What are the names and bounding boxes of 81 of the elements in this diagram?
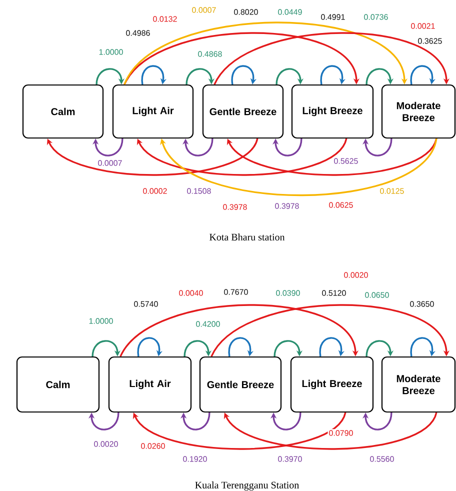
probability-label: 0.5740 [132,300,160,308]
state-box: Moderate Breeze [381,84,456,139]
probability-label: 0.0790 [328,429,354,437]
state-box: Light Air [108,356,192,413]
caption: Kota Bharu station [210,233,285,241]
arrow [124,32,360,85]
probability-label: 0.5625 [332,157,360,165]
arrow [88,412,120,430]
arrow [320,65,346,85]
arrow [160,138,438,196]
state-box: Moderate Breeze [381,356,456,413]
probability-label: 0.3978 [222,203,248,211]
probability-label: 0.3978 [274,202,300,210]
caption: Kuala Terengganu Station [195,481,299,491]
arrow [231,65,256,85]
arrow [184,340,212,357]
arrow [228,337,254,356]
arrow [410,65,436,85]
arrow [137,337,162,356]
probability-label: 0.1508 [186,187,212,195]
arrow [46,138,258,176]
probability-label: 0.4200 [194,320,222,328]
arrow [136,138,348,176]
probability-label: 0.0007 [96,159,124,167]
probability-label: 0.0132 [152,15,178,23]
probability-label: 0.0020 [92,440,120,448]
arrow [366,68,394,85]
arrow [132,412,346,450]
probability-label: 0.0390 [274,289,302,297]
probability-label: 0.0736 [362,13,390,21]
arrow [226,138,438,176]
probability-label: 0.4986 [124,29,152,37]
arrow [96,68,125,85]
arrow [362,138,392,156]
probability-label: 0.5560 [368,455,396,463]
probability-label: 0.7670 [222,288,250,296]
probability-label: 0.0020 [342,271,370,279]
probability-label: 0.4991 [320,13,346,21]
probability-label: 0.3970 [276,455,304,463]
probability-label: 0.1920 [182,455,208,463]
arrow [120,304,359,357]
probability-label: 0.0125 [378,187,406,195]
probability-label: 0.0007 [190,6,218,14]
state-box: Light Breeze [290,356,374,413]
arrow [186,68,214,85]
arrow [319,337,344,356]
arrow [182,138,214,156]
probability-label: 0.0021 [410,22,436,30]
arrow [362,412,392,430]
state-box: Gentle Breeze [202,84,284,139]
probability-label: 0.4868 [196,50,224,58]
probability-label: 0.0650 [364,291,390,299]
state-box: Light Air [112,84,194,139]
state-box: Gentle Breeze [199,356,282,413]
probability-label: 0.0449 [276,8,304,16]
arrow [180,412,210,430]
state-box: Calm [16,356,100,413]
probability-label: 0.0002 [142,187,168,195]
arrow [272,138,302,156]
probability-label: 0.0260 [140,442,166,450]
arrow [92,138,124,156]
probability-label: 0.8020 [232,8,260,16]
probability-label: 1.0000 [98,48,124,56]
arrow [92,340,121,357]
arrow [410,337,436,356]
arrow [214,32,450,85]
arrow [141,65,166,85]
arrow [274,340,303,357]
arrow [366,340,394,357]
arrow [124,22,408,85]
state-box: Calm [22,84,104,139]
arrow [224,412,438,450]
arrow [270,412,302,430]
probability-label: 0.0040 [178,289,204,297]
probability-label: 0.5120 [320,289,348,297]
arrow [210,304,450,357]
probability-label: 0.3650 [408,300,436,308]
probability-label: 0.0625 [328,201,354,209]
probability-label: 0.3625 [416,37,444,45]
state-box: Light Breeze [291,84,374,139]
probability-label: 1.0000 [88,317,114,325]
